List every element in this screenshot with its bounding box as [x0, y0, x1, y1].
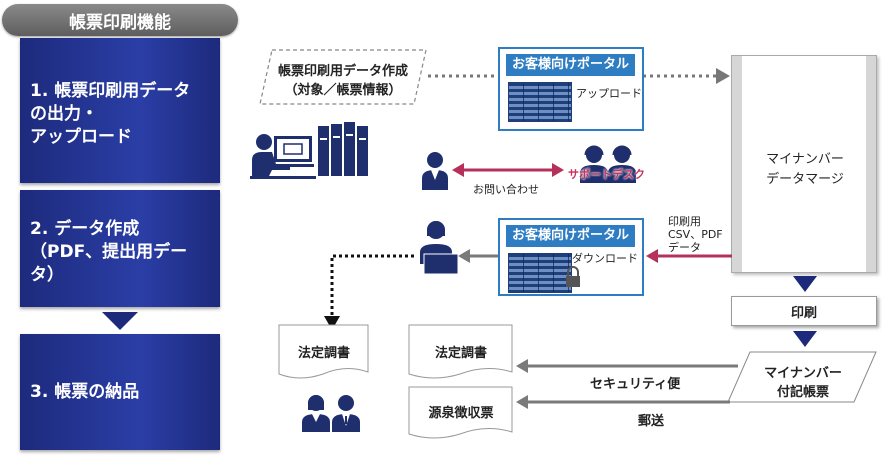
withholding-doc-shape — [408, 386, 513, 439]
security-delivery-label: セキュリティ便 — [590, 377, 681, 392]
upload-flow-arrow — [428, 68, 730, 84]
data-creation-shape — [259, 49, 427, 105]
portal-upload-action: アップロード — [576, 87, 642, 100]
security-delivery-arrow — [516, 359, 738, 373]
mynumber-doc-line1: マイナンバー — [764, 366, 842, 381]
lock-icon — [566, 266, 580, 287]
mail-delivery-label: 郵送 — [638, 414, 665, 429]
mynumber-doc-shape — [727, 351, 877, 403]
merge-line2: データマージ — [766, 172, 844, 187]
legal-doc-left: 法定調書 — [297, 346, 350, 361]
print-data-arrow — [646, 249, 732, 263]
portal-download-table — [508, 253, 572, 293]
print-data-line1: 印刷用 — [668, 215, 701, 228]
legal-doc-middle: 法定調書 — [434, 346, 487, 361]
inquiry-label: お問い合わせ — [473, 183, 539, 196]
legal-doc-middle-shape — [408, 324, 513, 379]
print-data-line2: CSV、PDF — [668, 228, 723, 241]
withholding-doc: 源泉徴収票 — [428, 406, 494, 421]
step-1-box: 1. 帳票印刷用データ の出力・ アップロード — [20, 38, 220, 183]
mynumber-doc-line2: 付記帳票 — [776, 385, 829, 400]
portal-upload-title: お客様向けポータル — [506, 54, 636, 76]
portal-upload-panel: お客様向けポータル アップロード — [498, 47, 644, 131]
delivery-dotted-arrow — [324, 254, 414, 330]
customer-laptop-icon — [420, 221, 459, 275]
step-1-label: 1. 帳票印刷用データ の出力・ アップロード — [30, 81, 191, 147]
inquiry-double-arrow — [452, 163, 564, 177]
portal-download-action: ダウンロード — [572, 252, 638, 265]
step-down-arrow — [102, 312, 138, 330]
operator-computer-icon — [250, 122, 368, 179]
customer-person-icon — [422, 152, 448, 190]
step-2-box: 2. データ作成 （PDF、提出用デー タ） — [20, 190, 220, 307]
portal-upload-table — [508, 82, 572, 122]
merge-line1: マイナンバー — [766, 152, 844, 167]
step-2-label: 2. データ作成 （PDF、提出用デー タ） — [30, 219, 188, 285]
mynumber-merge-box: マイナンバー データマージ — [731, 55, 877, 273]
merge-to-print-arrow — [793, 276, 817, 292]
legal-doc-left-shape — [278, 324, 369, 379]
step-3-box: 3. 帳票の納品 — [20, 334, 220, 450]
portal-download-title: お客様向けポータル — [506, 225, 636, 247]
support-desk-icon — [580, 145, 636, 183]
print-data-line3: データ — [668, 241, 701, 254]
step-3-label: 3. 帳票の納品 — [30, 382, 140, 402]
data-creation-line2: （対象／帳票情報） — [284, 83, 402, 98]
download-arrow — [458, 249, 498, 263]
data-creation-line1: 帳票印刷用データ作成 — [277, 64, 408, 79]
print-to-doc-arrow — [793, 331, 817, 347]
support-desk-label: サポートデスク — [568, 168, 645, 181]
diagram-title: 帳票印刷機能 — [2, 4, 238, 36]
mail-delivery-arrow — [516, 395, 730, 409]
recipients-icon — [302, 395, 360, 432]
print-box: 印刷 — [731, 296, 877, 326]
portal-download-panel: お客様向けポータル ダウンロード — [498, 218, 644, 296]
